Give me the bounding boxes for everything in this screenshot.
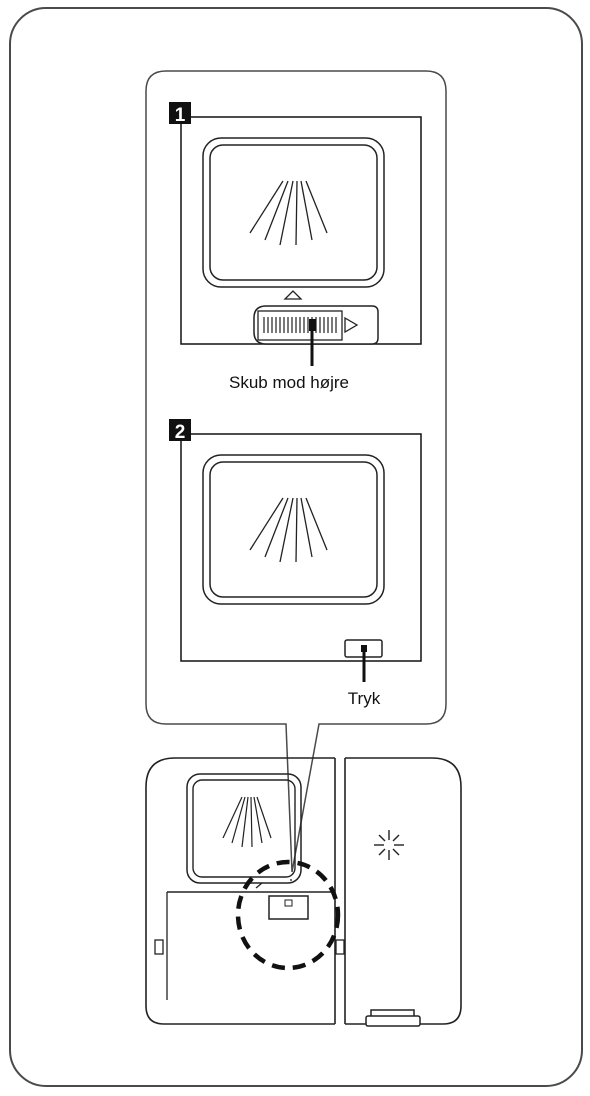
dispenser-right-housing (345, 757, 462, 1025)
step-1-badge (169, 102, 191, 124)
step-2-window-outer (202, 454, 385, 605)
dispenser-highlight-circle (235, 859, 341, 971)
sparkle-icon (374, 830, 404, 860)
spray-icon (222, 796, 272, 848)
triangle-up-icon (283, 290, 303, 300)
step-1-window-outer (202, 137, 385, 288)
step-1-number: 1 (175, 105, 186, 126)
step-1-label: Skub mod højre (229, 373, 349, 392)
slider-icon (253, 305, 379, 345)
triangle-right-icon (344, 316, 359, 334)
dispenser-mark (255, 882, 263, 889)
dispenser-window-inner (192, 779, 296, 878)
dispenser-button (268, 895, 309, 920)
step-2-number: 2 (175, 422, 186, 443)
spray-icon (249, 180, 328, 246)
step-2-badge (169, 419, 191, 441)
dispenser-hinge-left (154, 939, 164, 955)
spray-icon (249, 497, 328, 563)
step-1-window-inner (209, 144, 378, 281)
step-2-frame (180, 433, 422, 662)
step-2-label: Tryk (348, 689, 381, 708)
button-center-mark (361, 645, 367, 652)
dispenser-hinge-right (335, 939, 345, 955)
dispenser-latch-tab (365, 1015, 421, 1027)
dispenser-window-outer (186, 773, 302, 884)
step-2-window-inner (209, 461, 378, 598)
callout-bubble (145, 70, 447, 873)
step-2-panel: 2 Tryk (169, 419, 422, 708)
dispenser-button-mark (284, 899, 293, 907)
step-1-panel: 1 (169, 102, 422, 392)
dispenser-left-housing (145, 757, 335, 1025)
dispenser-unit (145, 757, 462, 1027)
